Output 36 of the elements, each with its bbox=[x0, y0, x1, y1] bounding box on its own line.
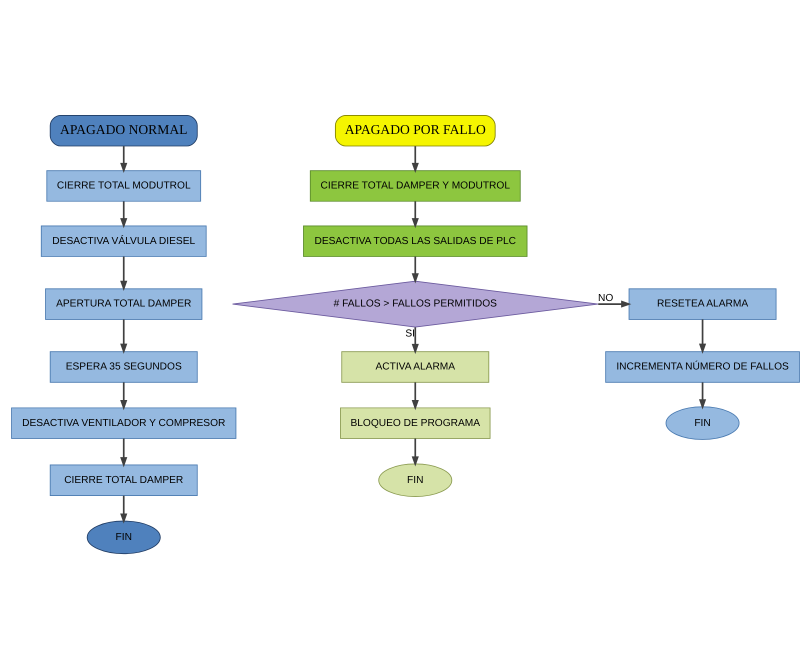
node-box: DESACTIVA TODAS LAS SALIDAS DE PLC bbox=[303, 224, 528, 256]
node-ellipse: FIN bbox=[86, 520, 161, 554]
node-box: APAGADO POR FALLO bbox=[334, 114, 496, 146]
node-box: CIERRE TOTAL MODUTROL bbox=[46, 170, 202, 202]
arrow bbox=[120, 146, 128, 173]
arrow bbox=[120, 318, 128, 354]
node-box: DESACTIVA VENTILADOR Y COMPRESOR bbox=[11, 406, 236, 438]
arrow bbox=[120, 382, 128, 410]
node-box: ESPERA 35 SEGUNDOS bbox=[50, 350, 198, 382]
arrow bbox=[598, 300, 632, 308]
arrow bbox=[120, 495, 128, 524]
node-box: CIERRE TOTAL DAMPER Y MODUTROL bbox=[310, 170, 521, 202]
node-ellipse: FIN bbox=[378, 463, 452, 496]
arrow bbox=[120, 256, 128, 290]
arrow bbox=[412, 326, 419, 354]
arrow bbox=[412, 382, 419, 410]
arrow bbox=[120, 200, 128, 228]
node-ellipse: FIN bbox=[666, 406, 740, 440]
arrow bbox=[698, 318, 706, 354]
node-box: RESETEA ALARMA bbox=[628, 288, 776, 320]
node-box: CIERRE TOTAL DAMPER bbox=[50, 464, 198, 496]
arrow bbox=[698, 382, 706, 409]
arrow bbox=[412, 256, 419, 284]
edge-label: SI bbox=[405, 328, 415, 340]
node-box: DESACTIVA VÁLVULA DIESEL bbox=[40, 224, 207, 256]
edge-label: NO bbox=[598, 292, 614, 304]
arrow bbox=[412, 438, 419, 466]
node-box: ACTIVA ALARMA bbox=[341, 350, 490, 382]
arrow bbox=[412, 146, 419, 173]
arrow bbox=[120, 438, 128, 467]
node-box: APAGADO NORMAL bbox=[50, 114, 198, 146]
node-box: APERTURA TOTAL DAMPER bbox=[45, 288, 202, 320]
node-box: INCREMENTA NÚMERO DE FALLOS bbox=[605, 350, 800, 382]
node-diamond: # FALLOS > FALLOS PERMITIDOS bbox=[232, 280, 598, 327]
node-box: BLOQUEO DE PROGRAMA bbox=[340, 406, 490, 438]
arrow bbox=[412, 200, 419, 228]
